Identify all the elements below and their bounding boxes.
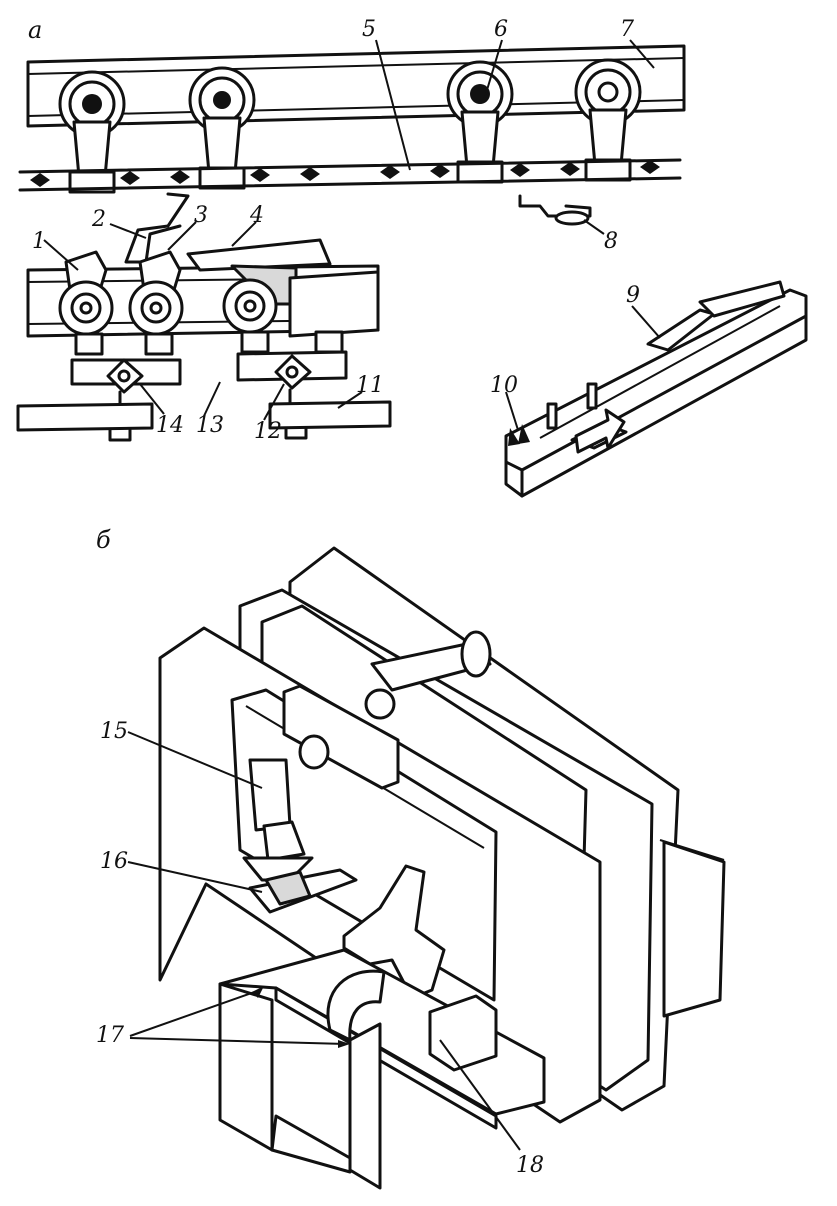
pusher-dog bbox=[124, 192, 190, 264]
traverse-bars bbox=[70, 350, 348, 408]
panel-a: а bbox=[16, 16, 808, 498]
upper-trolley-2 bbox=[188, 66, 256, 190]
leader-lines-a bbox=[43, 39, 661, 431]
part-label-2: 2 bbox=[91, 207, 106, 232]
part-label-9: 9 bbox=[626, 283, 640, 308]
clamp-shoe bbox=[326, 969, 386, 1042]
upper-trolleys bbox=[58, 58, 642, 194]
load-plate-left bbox=[16, 402, 154, 432]
upper-trolley-4 bbox=[574, 58, 642, 182]
part-label-15: 15 bbox=[100, 719, 128, 744]
traction-chain bbox=[18, 158, 682, 192]
lower-trolleys bbox=[58, 250, 344, 356]
part-label-12: 12 bbox=[254, 419, 282, 444]
top-bracket bbox=[282, 684, 400, 790]
part-label-4: 4 bbox=[249, 203, 264, 228]
part-label-6: 6 bbox=[494, 17, 508, 42]
part-label-14: 14 bbox=[156, 413, 184, 438]
part-label-18: 18 bbox=[516, 1153, 544, 1178]
upper-trolley-1 bbox=[58, 70, 126, 194]
stop-bracket bbox=[518, 194, 592, 218]
load-plate-right bbox=[268, 400, 392, 430]
switch-rail-inset bbox=[504, 280, 808, 498]
panel-b: б bbox=[96, 526, 726, 1190]
part-label-17: 17 bbox=[96, 1023, 124, 1048]
panel-label-b: б bbox=[96, 526, 111, 554]
part-label-7: 7 bbox=[620, 17, 634, 42]
stop-block bbox=[428, 994, 498, 1072]
vertical-post bbox=[248, 758, 292, 832]
part-label-8: 8 bbox=[604, 229, 618, 254]
part-label-13: 13 bbox=[196, 413, 224, 438]
part-label-16: 16 bbox=[100, 849, 128, 874]
upper-trolley-3 bbox=[446, 60, 514, 184]
part-label-5: 5 bbox=[362, 17, 376, 42]
carrier-lever bbox=[186, 238, 332, 272]
panel-label-a: а bbox=[28, 16, 42, 44]
part-label-3: 3 bbox=[194, 203, 208, 228]
part-label-10: 10 bbox=[490, 373, 518, 398]
leader-lines-b bbox=[127, 731, 521, 1151]
part-label-1: 1 bbox=[32, 229, 46, 254]
upper-track-beam bbox=[26, 44, 686, 128]
